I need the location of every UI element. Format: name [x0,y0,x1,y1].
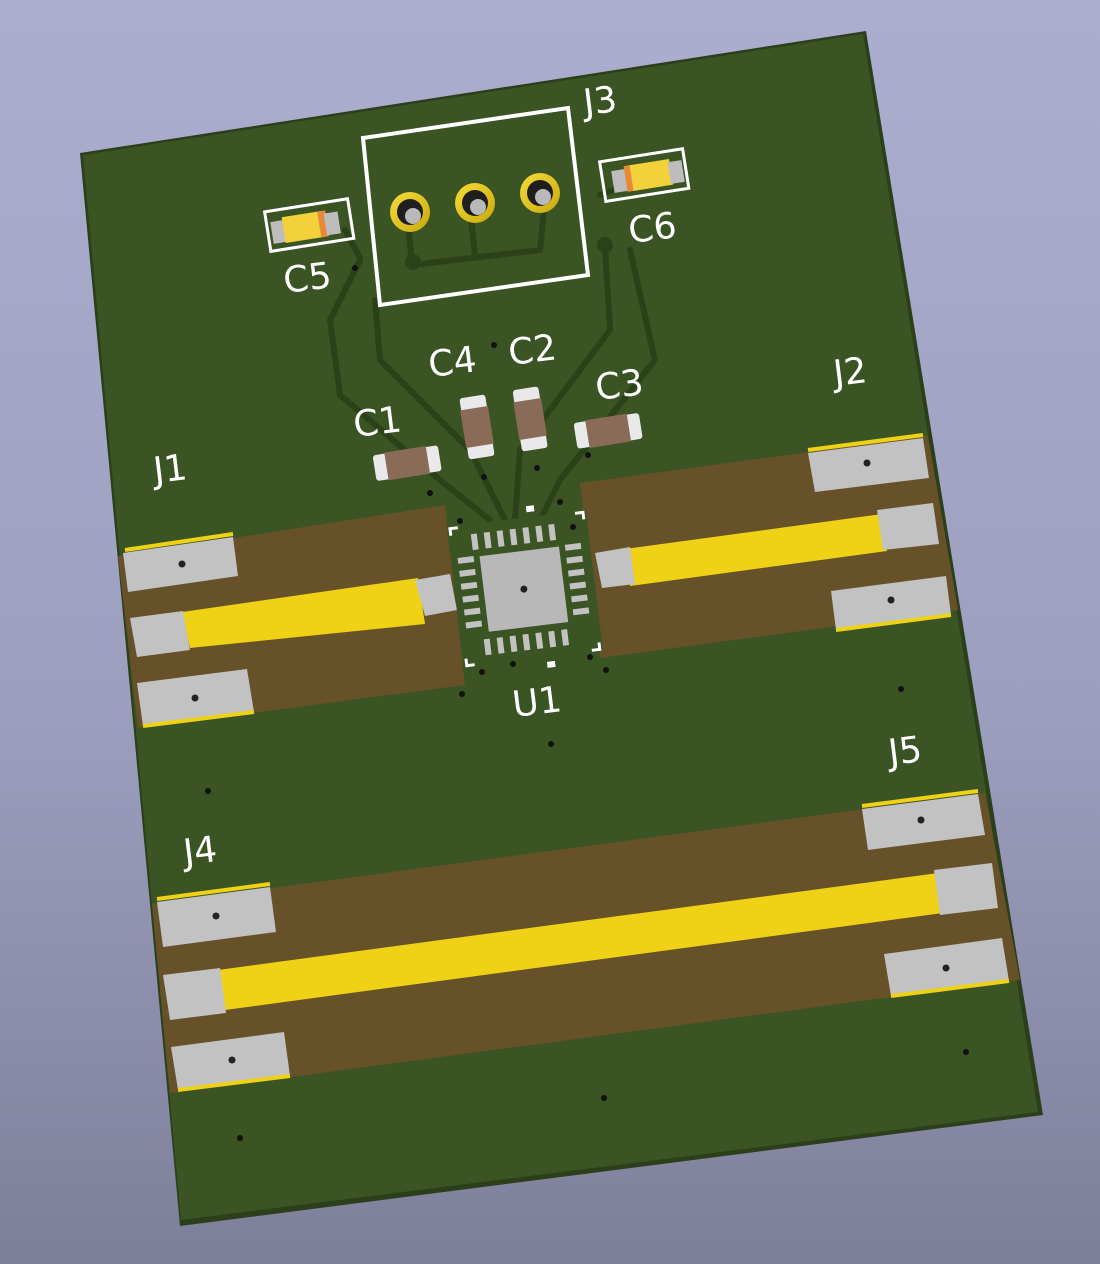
qfn-chip-icon[interactable] [445,499,604,678]
trace-pad [415,574,457,616]
label-c2: C2 [506,327,559,374]
header-pin-1[interactable] [390,192,430,232]
smd-capacitor-icon[interactable] [511,386,548,452]
label-c4: C4 [426,339,479,386]
smd-capacitor-icon[interactable] [372,444,442,482]
connector-pad-j1-center[interactable] [130,611,190,657]
connector-pad-j2-center[interactable] [877,503,939,550]
rf-trace-j2 [625,514,887,586]
silkscreen-labels: J1 J2 J3 J4 J5 U1 C1 C2 C3 C4 C5 C6 [149,79,924,874]
via-holes [205,237,969,1141]
smd-capacitor-icon[interactable] [573,412,643,450]
rf-launch-j1 [118,505,465,728]
label-c5: C5 [281,255,334,302]
smd-capacitor-icon[interactable] [262,197,356,254]
rf-trace-j1 [182,578,425,648]
label-j1: J1 [149,447,189,492]
label-j4: J4 [179,829,219,874]
smd-capacitor-icon[interactable] [458,394,495,460]
connector-pad-j5-center[interactable] [934,863,998,915]
rf-thru-line-j4-j5 [152,789,1020,1093]
rf-thru-trace [218,873,943,1010]
label-c1: C1 [351,399,404,446]
connector-pad-j4-center[interactable] [163,968,226,1020]
trace-pad [595,547,635,588]
header-pin-2[interactable] [455,183,495,223]
smd-capacitor-icon[interactable] [597,147,691,204]
header-pin-3[interactable] [520,173,560,213]
label-c6: C6 [626,205,679,252]
label-j2: J2 [829,350,869,395]
rf-launch-j2 [580,433,958,658]
pin-header-icon[interactable] [360,105,591,308]
label-c3: C3 [593,362,646,409]
label-u1: U1 [510,679,564,726]
label-j3: J3 [579,79,619,124]
label-j5: J5 [884,729,924,774]
